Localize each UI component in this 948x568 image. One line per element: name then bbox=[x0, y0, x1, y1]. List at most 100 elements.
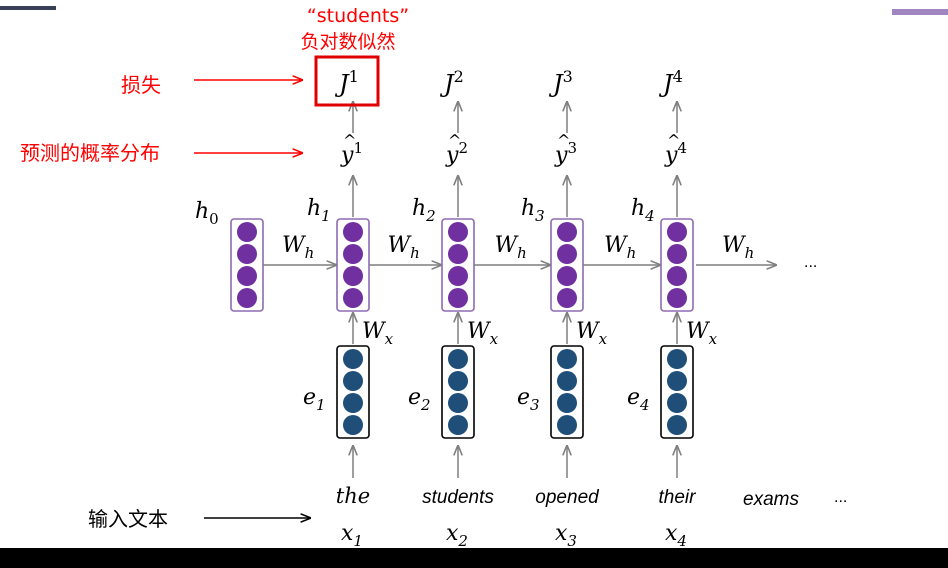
bottom-black-bar bbox=[0, 548, 948, 568]
h0-hidden-vector-unit bbox=[237, 266, 257, 286]
embedding-vector-unit bbox=[343, 415, 363, 435]
embedding-vector-unit bbox=[667, 349, 687, 369]
timestep-3: Wh h3 e3 Wx opened x3 y3^ J3 bbox=[474, 67, 608, 548]
loss-term-label: J2 bbox=[439, 67, 464, 98]
h0-hidden-state-vector bbox=[230, 218, 264, 312]
hidden-state-vector bbox=[550, 218, 584, 312]
embedding-vector-unit bbox=[667, 415, 687, 435]
embedding-vector-unit bbox=[343, 349, 363, 369]
negative-log-likelihood-label: 负对数似然 bbox=[300, 31, 395, 53]
y-hat-symbol: y3 bbox=[554, 139, 577, 168]
embedding-vector-frame bbox=[660, 345, 694, 439]
trailing-word-exams: exams bbox=[743, 489, 799, 510]
hidden-state-vector-unit bbox=[557, 266, 577, 286]
top-left-accent-bar bbox=[0, 6, 56, 10]
embedding-vector-unit bbox=[448, 415, 468, 435]
h0-label: h0 bbox=[195, 199, 219, 228]
embedding-label: e1 bbox=[303, 385, 326, 414]
embedding-vector-frame bbox=[441, 345, 475, 439]
hidden-state-vector-unit bbox=[667, 288, 687, 308]
loss-term-label: J1 bbox=[334, 67, 359, 98]
wh-label: Wh bbox=[282, 233, 314, 262]
hidden-state-vector-unit bbox=[448, 244, 468, 264]
hidden-state-vector-frame bbox=[660, 218, 694, 312]
wh-label: Wh bbox=[604, 233, 636, 262]
input-word: the bbox=[336, 484, 370, 508]
input-word: students bbox=[422, 487, 494, 508]
hat-accent: ^ bbox=[448, 131, 461, 150]
input-token-label: x4 bbox=[665, 521, 687, 548]
hidden-state-vector bbox=[336, 218, 370, 312]
embedding-vector-unit bbox=[448, 371, 468, 391]
hidden-state-vector-unit bbox=[343, 288, 363, 308]
embedding-vector-unit bbox=[557, 415, 577, 435]
hidden-state-label: h4 bbox=[631, 196, 655, 225]
y-hat-symbol: y4 bbox=[664, 139, 687, 168]
loss-term-label: J3 bbox=[548, 67, 573, 98]
input-token-label: x3 bbox=[555, 521, 577, 548]
y-hat-symbol: y2 bbox=[445, 139, 468, 168]
rnn-language-model-diagram: “students” 负对数似然 损失 预测的概率分布 输入文本 h0 Whh1… bbox=[20, 5, 847, 548]
h0-hidden-vector bbox=[230, 218, 264, 312]
embedding-vector-unit bbox=[448, 349, 468, 369]
wh-label: Wh bbox=[388, 233, 420, 262]
embedding-label: e4 bbox=[627, 385, 650, 414]
wh-label: Wh bbox=[495, 233, 527, 262]
hidden-state-vector-unit bbox=[557, 288, 577, 308]
hat-accent: ^ bbox=[343, 131, 356, 150]
input-token-label: x1 bbox=[341, 521, 363, 548]
hidden-state-vector-unit bbox=[343, 222, 363, 242]
timestep-1: Wh h1 e1 Wx the x1 y1^ J1 bbox=[263, 55, 394, 548]
hidden-state-vector-unit bbox=[343, 244, 363, 264]
embedding-vector-frame bbox=[550, 345, 584, 439]
embedding-vector-unit bbox=[557, 349, 577, 369]
h0-hidden-vector-unit bbox=[237, 244, 257, 264]
hidden-state-label: h1 bbox=[307, 196, 331, 225]
embedding-vector bbox=[441, 345, 475, 439]
top-right-accent-bar bbox=[892, 9, 948, 15]
students-quote-label: “students” bbox=[307, 5, 409, 27]
hidden-state-vector bbox=[441, 218, 475, 312]
embedding-vector-unit bbox=[667, 371, 687, 391]
hidden-state-vector-unit bbox=[557, 222, 577, 242]
embedding-vector-frame bbox=[336, 345, 370, 439]
predicted-distribution-label: y4^ bbox=[664, 131, 687, 168]
hidden-state-vector bbox=[660, 218, 694, 312]
hidden-state-vector-unit bbox=[448, 222, 468, 242]
embedding-vector-unit bbox=[557, 371, 577, 391]
highlighted-loss-box bbox=[314, 55, 380, 107]
wx-label: Wx bbox=[686, 319, 718, 348]
embedding-vector-unit bbox=[557, 393, 577, 413]
wx-label: Wx bbox=[362, 319, 394, 348]
embedding-vector bbox=[660, 345, 694, 439]
embedding-vector-unit bbox=[448, 393, 468, 413]
wx-label: Wx bbox=[576, 319, 608, 348]
embedding-vector bbox=[336, 345, 370, 439]
embedding-vector-unit bbox=[667, 393, 687, 413]
hidden-continuation-ellipsis: ... bbox=[804, 254, 817, 271]
h0-hidden-vector-unit bbox=[237, 288, 257, 308]
hat-accent: ^ bbox=[557, 131, 570, 150]
hidden-state-vector-unit bbox=[448, 288, 468, 308]
loss-term-label: J4 bbox=[658, 67, 683, 98]
hidden-state-label: h3 bbox=[521, 196, 545, 225]
wx-label: Wx bbox=[467, 319, 499, 348]
h0-hidden-vector-unit bbox=[237, 222, 257, 242]
hidden-state-label: h2 bbox=[412, 196, 436, 225]
input-continuation-ellipsis: ... bbox=[834, 489, 847, 506]
embedding-label: e3 bbox=[517, 385, 540, 414]
hidden-state-vector-unit bbox=[557, 244, 577, 264]
embedding-vector-unit bbox=[343, 393, 363, 413]
hat-accent: ^ bbox=[667, 131, 680, 150]
hidden-state-vector-unit bbox=[343, 266, 363, 286]
predicted-distribution-label: 预测的概率分布 bbox=[20, 141, 160, 165]
embedding-vector-unit bbox=[343, 371, 363, 391]
predicted-distribution-label: y3^ bbox=[554, 131, 577, 168]
y-hat-symbol: y1 bbox=[340, 139, 363, 168]
predicted-distribution-label: y1^ bbox=[340, 131, 363, 168]
embedding-vector bbox=[550, 345, 584, 439]
input-word: opened bbox=[535, 487, 600, 508]
predicted-distribution-label: y2^ bbox=[445, 131, 468, 168]
hidden-state-vector-unit bbox=[448, 266, 468, 286]
